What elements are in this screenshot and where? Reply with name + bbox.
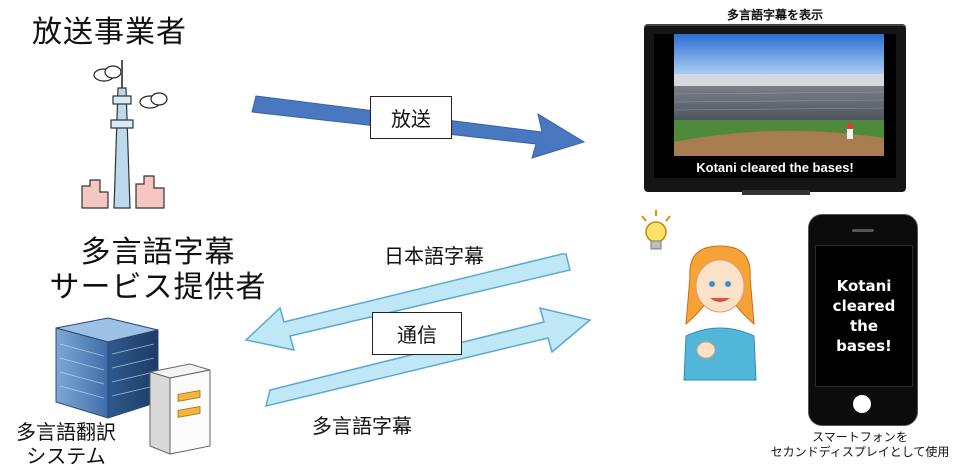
television: Kotani cleared the bases! — [644, 24, 906, 192]
multilingual-subtitles-arrow — [264, 306, 592, 408]
communication-label: 通信 — [372, 312, 462, 355]
provider-title-line1: 多言語字幕 — [80, 235, 236, 270]
tv-screen: Kotani cleared the bases! — [654, 34, 896, 178]
translation-system-label: 多言語翻訳 システム — [6, 420, 126, 468]
broadcast-tower-icon — [81, 60, 168, 209]
person-icon — [683, 245, 757, 381]
smartphone-caption-line2: セカンドディスプレイとして使用 — [770, 445, 950, 459]
japanese-subtitles-label: 日本語字幕 — [384, 244, 484, 268]
phone-speaker — [852, 229, 874, 232]
smartphone: Kotani cleared the bases! — [808, 214, 918, 426]
provider-title: 多言語字幕 サービス提供者 — [28, 235, 288, 305]
broadcaster-title: 放送事業者 — [32, 15, 187, 50]
translation-system-line2: システム — [26, 444, 106, 468]
phone-home-button[interactable] — [853, 395, 871, 413]
japanese-subtitles-arrow — [244, 253, 571, 351]
phone-screen: Kotani cleared the bases! — [815, 245, 913, 387]
server-icon — [149, 363, 211, 455]
tv-subtitle: Kotani cleared the bases! — [696, 160, 854, 175]
office-building-icon — [55, 317, 159, 419]
baseball-stadium-image — [673, 34, 885, 156]
tv-caption: 多言語字幕を表示 — [726, 8, 823, 22]
translation-system-line1: 多言語翻訳 — [16, 420, 116, 444]
lightbulb-icon — [641, 210, 671, 250]
smartphone-caption-line1: スマートフォンを — [812, 430, 908, 444]
smartphone-caption: スマートフォンを セカンドディスプレイとして使用 — [748, 430, 972, 460]
phone-subtitle: Kotani cleared the bases! — [832, 276, 896, 356]
multilingual-subtitles-label: 多言語字幕 — [312, 414, 412, 438]
tv-stand — [742, 190, 810, 195]
provider-title-line2: サービス提供者 — [49, 269, 267, 305]
broadcast-label: 放送 — [370, 96, 452, 139]
